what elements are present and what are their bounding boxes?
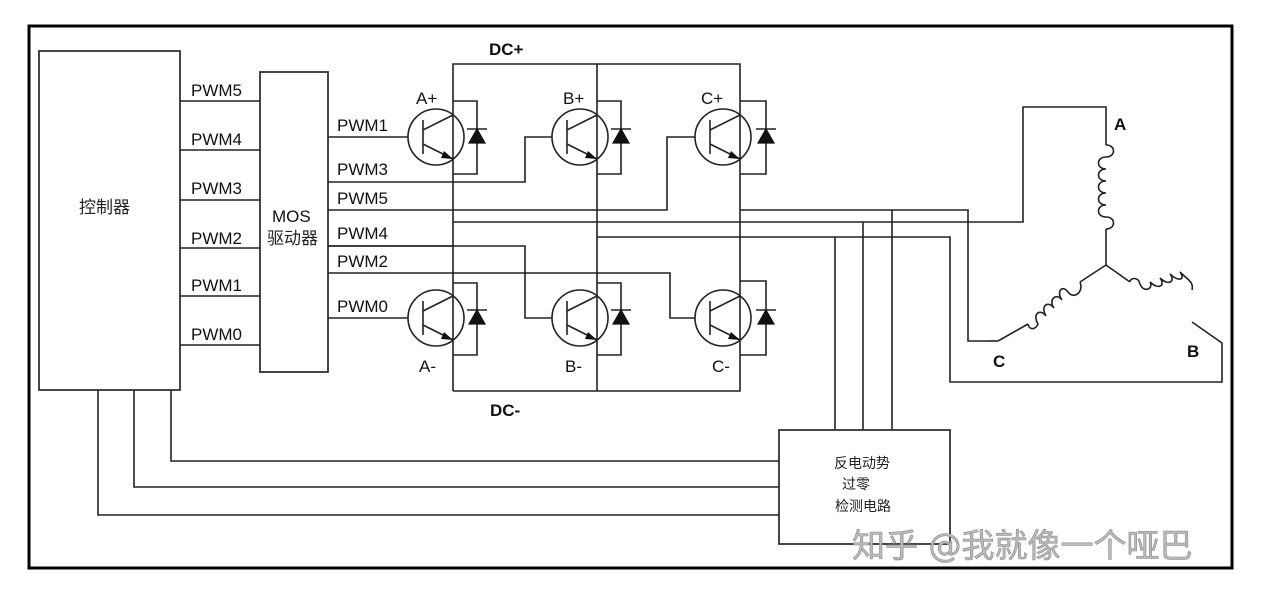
drv-pwm-label: PWM1 xyxy=(337,116,388,135)
ctrl-pwm-label: PWM3 xyxy=(191,179,242,198)
switch-b-plus xyxy=(551,100,632,175)
switch-label: B- xyxy=(565,357,582,376)
phase-label-c: C xyxy=(993,352,1005,371)
switch-label: C- xyxy=(712,357,730,376)
drv-pwm-label: PWM3 xyxy=(337,160,388,179)
ctrl-pwm-label: PWM5 xyxy=(191,81,242,100)
feedback-wires xyxy=(97,390,779,516)
outer-frame xyxy=(27,24,1234,570)
driver-gate-wires xyxy=(328,136,695,319)
switch-label: C+ xyxy=(701,89,723,108)
ctrl-pwm-label: PWM1 xyxy=(191,276,242,295)
ctrl-pwm-label: PWM4 xyxy=(191,130,242,149)
motor-windings xyxy=(987,144,1223,344)
bemf-detector-box xyxy=(778,429,951,545)
switch-a-plus xyxy=(407,100,488,175)
drv-pwm-label: PWM0 xyxy=(337,297,388,316)
ctrl-pwm-label: PWM0 xyxy=(191,325,242,344)
phase-label-b: B xyxy=(1187,342,1199,361)
drv-pwm-label: PWM5 xyxy=(337,189,388,208)
controller-pwm-lines xyxy=(180,100,260,346)
phase-wires xyxy=(453,106,1223,430)
switch-a-minus xyxy=(407,282,488,356)
ctrl-pwm-label: PWM2 xyxy=(191,229,242,248)
controller-box xyxy=(38,50,181,391)
switch-c-plus xyxy=(694,100,777,175)
driver-label-line1: MOS xyxy=(272,207,311,226)
bemf-label-line1: 反电动势 xyxy=(834,456,890,472)
switch-label: A- xyxy=(419,357,436,376)
switch-label: B+ xyxy=(563,89,584,108)
phase-label-a: A xyxy=(1114,115,1126,134)
bemf-label-line2: 过零 xyxy=(842,477,870,493)
drv-pwm-label: PWM2 xyxy=(337,252,388,271)
switch-c-minus xyxy=(694,280,777,356)
controller-label: 控制器 xyxy=(79,198,130,218)
drv-pwm-label: PWM4 xyxy=(337,224,388,243)
dc-plus-label: DC+ xyxy=(489,40,524,59)
mos-driver-box xyxy=(259,71,329,373)
switch-b-minus xyxy=(551,282,632,356)
switch-label: A+ xyxy=(416,89,437,108)
driver-label-line2: 驱动器 xyxy=(267,229,318,249)
watermark: 知乎 @我就像一个哑巴 xyxy=(852,526,1193,565)
dc-minus-label: DC- xyxy=(490,401,520,420)
bemf-label-line3: 检测电路 xyxy=(835,499,891,515)
bridge-rails xyxy=(452,63,741,392)
